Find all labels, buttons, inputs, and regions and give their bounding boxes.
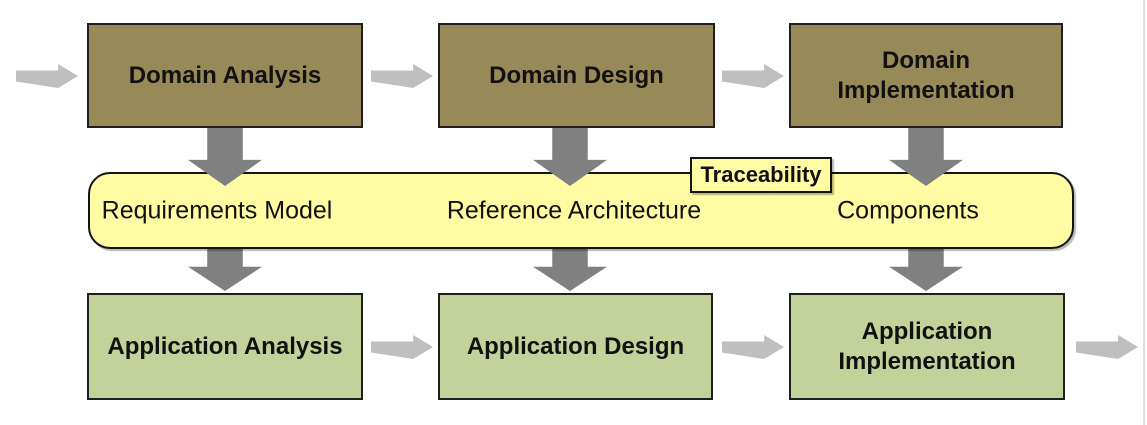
application-design-label: Application Design	[466, 332, 685, 360]
domain-implementation-label: Domain Implementation	[837, 46, 1015, 104]
flow-exit-arrow-right-icon	[1076, 335, 1138, 359]
application-analysis-label: Application Analysis	[107, 332, 343, 360]
traceability-tag-label: Traceability	[700, 162, 822, 187]
reference-architecture-label: Reference Architecture	[446, 196, 702, 224]
application-design-box: Application Design	[438, 293, 713, 400]
domain-design-to-implementation-arrow-icon	[722, 64, 784, 88]
application-design-to-implementation-arrow-icon	[722, 335, 784, 359]
components-down-arrow-icon	[889, 247, 963, 291]
application-analysis-box: Application Analysis	[87, 293, 363, 400]
domain-implementation-box: Domain Implementation	[789, 23, 1063, 128]
application-implementation-box: Application Implementation	[789, 293, 1065, 400]
components-label: Components	[837, 196, 979, 224]
flow-entry-arrow-right-icon	[16, 64, 78, 88]
page-edge-line	[1143, 0, 1145, 425]
domain-analysis-to-design-arrow-icon	[371, 64, 433, 88]
domain-design-label: Domain Design	[489, 61, 664, 89]
domain-design-box: Domain Design	[438, 23, 715, 128]
requirements-model-label: Requirements Model	[101, 196, 333, 224]
domain-analysis-box: Domain Analysis	[87, 23, 363, 128]
domain-analysis-label: Domain Analysis	[128, 61, 322, 89]
reference-architecture-down-arrow-icon	[533, 247, 607, 291]
traceability-tag: Traceability	[690, 157, 832, 193]
application-analysis-to-design-arrow-icon	[371, 335, 433, 359]
application-implementation-label: Application Implementation	[838, 317, 1016, 375]
requirements-model-down-arrow-icon	[188, 247, 262, 291]
artifact-band: Requirements Model Reference Architectur…	[88, 172, 1074, 249]
